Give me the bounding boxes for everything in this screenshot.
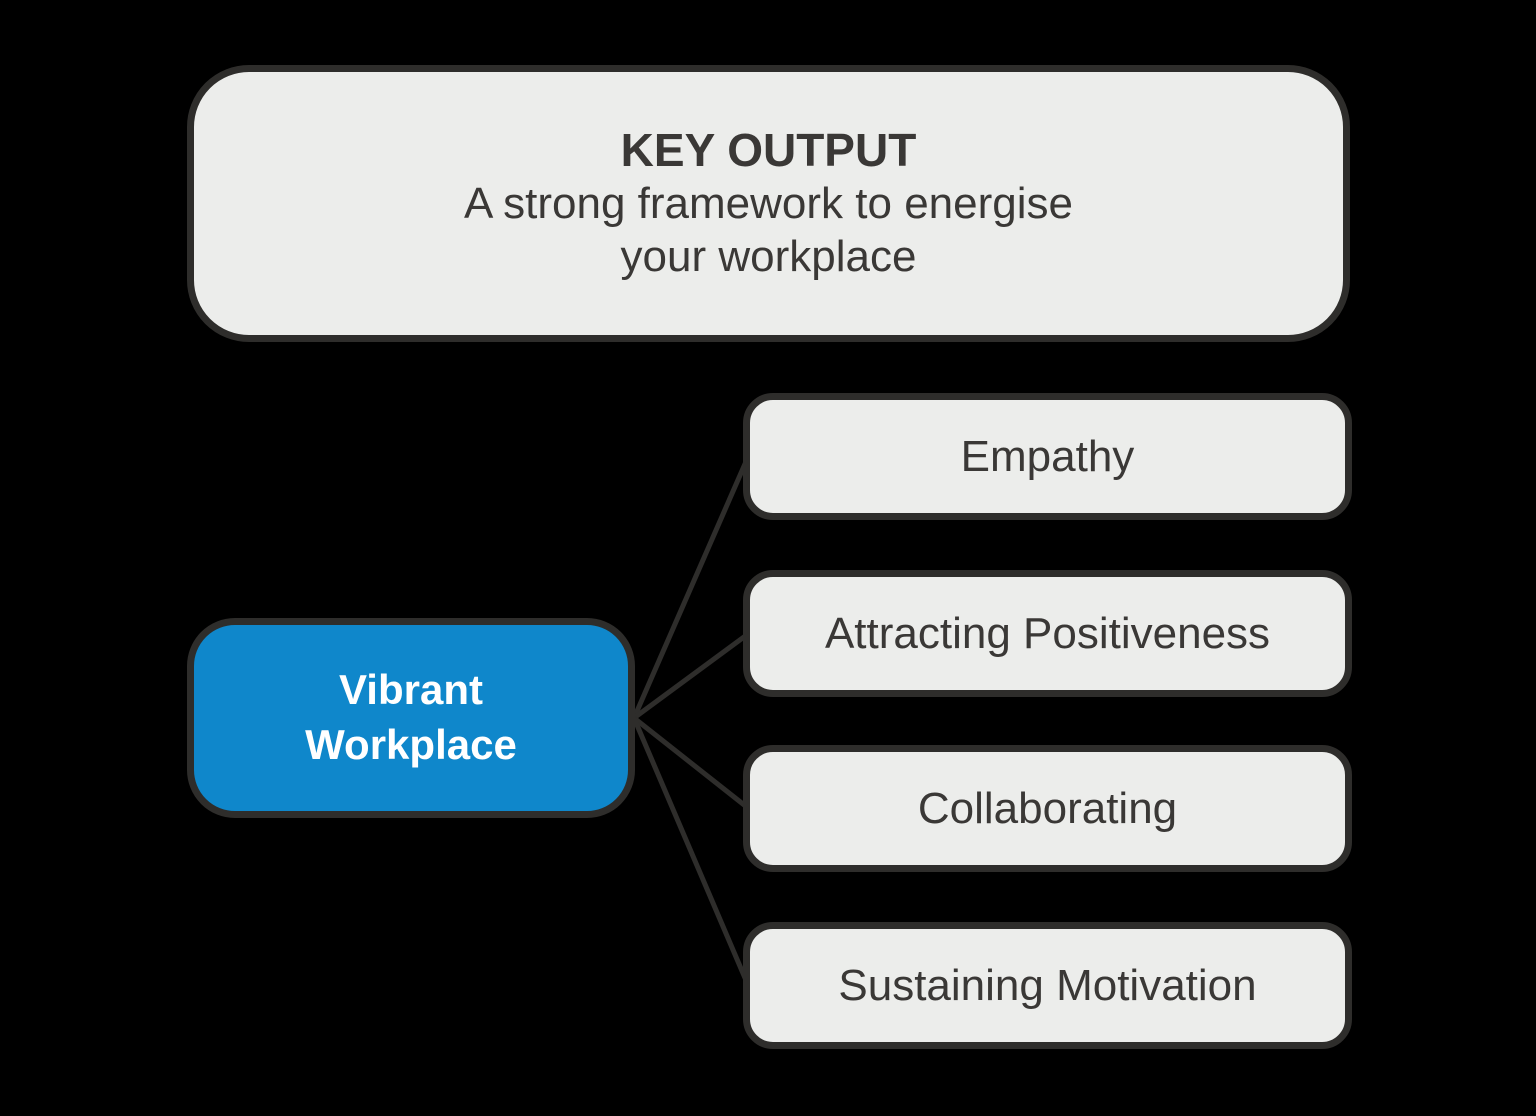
branch-label: Attracting Positiveness — [824, 608, 1271, 658]
connector-empathy — [631, 455, 751, 720]
key-output-title: KEY OUTPUT — [620, 124, 917, 177]
branch-node-collaborating: Collaborating — [743, 745, 1352, 872]
vibrant-workplace-node: Vibrant Workplace — [187, 618, 635, 818]
branch-label: Sustaining Motivation — [838, 960, 1257, 1010]
branch-label: Collaborating — [917, 783, 1178, 833]
key-output-subtitle-line2: your workplace — [620, 232, 917, 282]
connector-collaborating — [632, 716, 750, 810]
branch-node-sustaining-motivation: Sustaining Motivation — [743, 922, 1352, 1049]
vibrant-workplace-label-line2: Workplace — [305, 721, 517, 768]
connector-sustaining-motivation — [631, 717, 751, 986]
vibrant-workplace-label-line1: Vibrant — [339, 666, 483, 714]
key-output-subtitle-line1: A strong framework to energise — [464, 179, 1073, 229]
key-output-node: KEY OUTPUT A strong framework to energis… — [187, 65, 1350, 342]
branch-label: Empathy — [960, 431, 1135, 481]
branch-node-empathy: Empathy — [743, 393, 1352, 520]
branch-node-attracting-positiveness: Attracting Positiveness — [743, 570, 1352, 697]
connector-attracting-positiveness — [632, 631, 750, 721]
